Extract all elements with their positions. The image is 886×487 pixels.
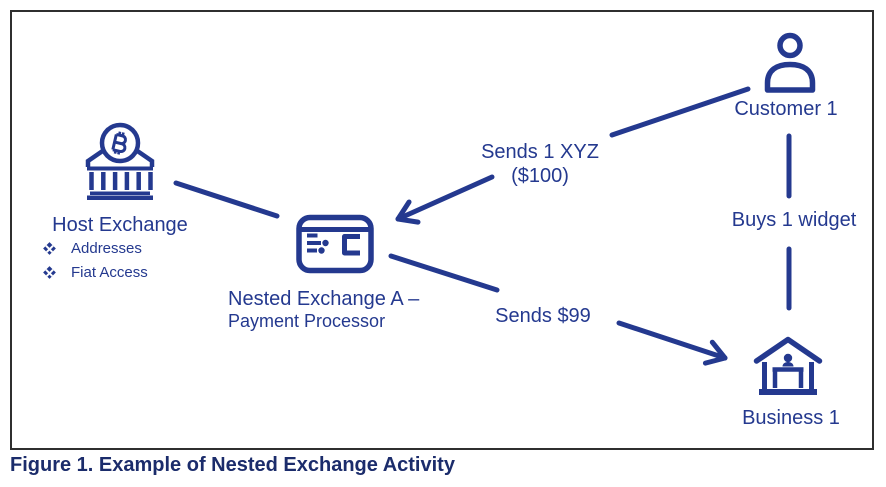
edge-label-sends-xyz-line2: ($100) (511, 165, 569, 188)
storefront-icon (752, 331, 824, 403)
bullet-item-fiat-access: Fiat Access (43, 264, 148, 281)
digital-wallet-icon (296, 208, 374, 274)
diagram-border-box (10, 10, 874, 450)
nested-exchange-label-line1: Nested Exchange A – (228, 288, 420, 310)
business-label: Business 1 (742, 407, 840, 429)
diamond-bullet-icon (43, 242, 56, 255)
edge-label-sends-99: Sends $99 (495, 305, 591, 327)
edge-label-sends-xyz: Sends 1 XYZ ($100) (460, 140, 620, 189)
nested-exchange-label: Nested Exchange A – Payment Processor (228, 287, 458, 333)
nested-exchange-label-line2: Payment Processor (228, 311, 386, 332)
host-exchange-label: Host Exchange (52, 214, 188, 236)
figure-caption: Figure 1. Example of Nested Exchange Act… (10, 454, 455, 476)
bullet-item-label: Addresses (71, 240, 142, 257)
bank-bitcoin-icon (84, 122, 156, 200)
host-exchange-bullet-list: Addresses Fiat Access (43, 240, 148, 288)
edge-label-buys-widget: Buys 1 widget (731, 209, 857, 231)
bullet-item-addresses: Addresses (43, 240, 148, 257)
person-icon (762, 32, 818, 94)
edge-label-sends-xyz-line1: Sends 1 XYZ (481, 141, 599, 163)
bullet-item-label: Fiat Access (71, 264, 148, 281)
diamond-bullet-icon (43, 266, 56, 279)
customer-label: Customer 1 (734, 98, 838, 120)
